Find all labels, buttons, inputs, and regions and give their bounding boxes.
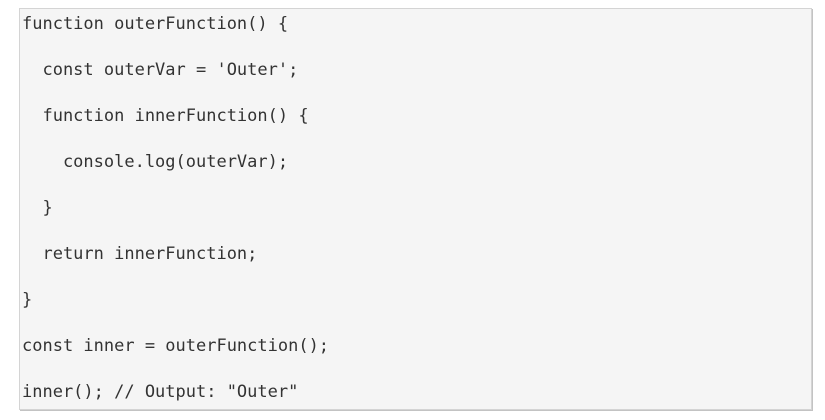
code-block: function outerFunction() { const outerVa… (19, 8, 812, 410)
code-text: function outerFunction() { const outerVa… (22, 14, 330, 402)
